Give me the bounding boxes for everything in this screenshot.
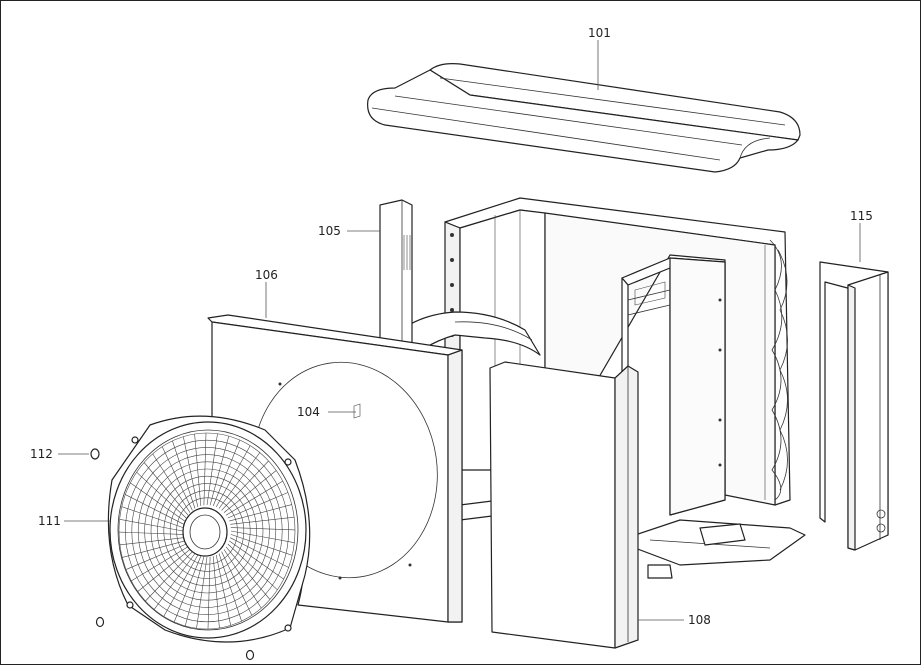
callout-106: 106 — [255, 268, 278, 282]
part-101-top-cover — [367, 63, 801, 173]
part-115-right-panel — [819, 261, 889, 551]
callout-115: 115 — [850, 209, 873, 223]
grille-ring — [157, 475, 257, 587]
grille-ring — [125, 439, 289, 623]
callout-111: 111 — [38, 514, 61, 528]
part-112-screws — [90, 448, 255, 661]
grille-ring — [169, 490, 245, 572]
callout-101: 101 — [588, 26, 611, 40]
part-108-corner-panel — [489, 361, 639, 649]
callout-105: 105 — [318, 224, 341, 238]
grille-ring — [144, 461, 270, 601]
grille-ring — [176, 497, 238, 565]
grille-ring — [118, 432, 296, 630]
grille-ring — [137, 454, 277, 608]
coil-pipes — [764, 239, 788, 501]
grille-ring — [163, 483, 251, 579]
grille-ring — [131, 447, 283, 615]
grille-ring — [150, 468, 264, 594]
part-111-fan-guard — [107, 415, 311, 643]
callout-108: 108 — [688, 613, 711, 627]
fan-grille — [118, 432, 296, 630]
callout-112: 112 — [30, 447, 53, 461]
part-106-front-panel — [207, 314, 463, 623]
callout-104: 104 — [297, 405, 320, 419]
